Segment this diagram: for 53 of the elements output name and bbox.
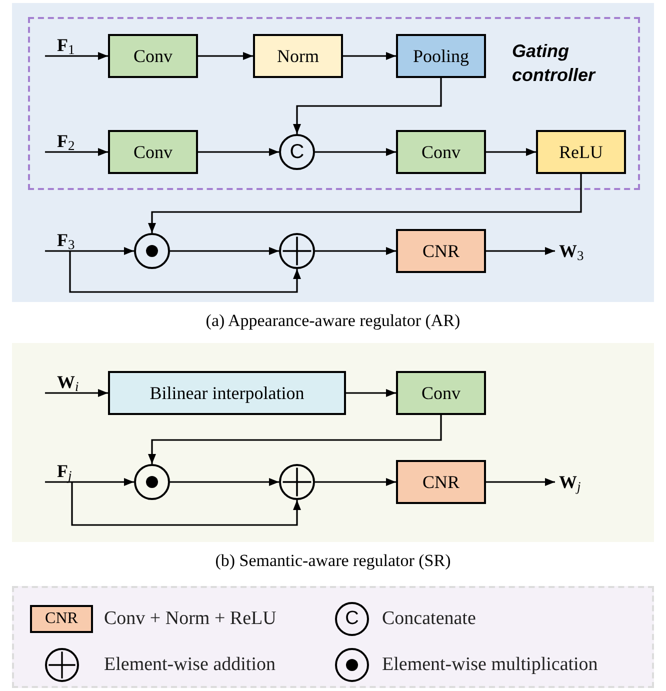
process-box: Bilinear interpolation <box>108 371 346 415</box>
arrow <box>346 389 396 397</box>
figure-caption: (a) Appearance-aware regulator (AR) <box>204 310 462 332</box>
process-box: Pooling <box>396 34 486 78</box>
concatenate-symbol: C <box>335 602 369 636</box>
legend-swatch: CNR <box>30 605 93 633</box>
process-box: CNR <box>396 229 486 273</box>
concatenate-symbol: C <box>279 134 315 170</box>
arrow <box>69 251 301 293</box>
arrow <box>198 148 279 156</box>
signal-label: F$_{3}$ <box>45 229 85 251</box>
arrow <box>170 478 279 486</box>
arrow <box>343 52 396 60</box>
group-title: Gating controller <box>512 40 597 87</box>
arrow <box>486 478 555 486</box>
arrow <box>45 148 108 156</box>
legend-text: Element-wise multiplication <box>382 653 598 677</box>
signal-label: W$_{j}$ <box>555 471 595 493</box>
arrow <box>148 174 582 233</box>
signal-label: W$_{3}$ <box>555 240 595 262</box>
figure-caption: (b) Semantic-aware regulator (SR) <box>214 550 452 572</box>
arrow <box>315 148 396 156</box>
legend-text: Conv + Norm + ReLU <box>104 607 276 631</box>
arrow <box>170 247 279 255</box>
addition-symbol <box>279 233 315 269</box>
multiplication-symbol <box>134 233 170 269</box>
arrow <box>315 247 396 255</box>
signal-label: F$_{1}$ <box>45 34 85 56</box>
legend-text: Concatenate <box>382 607 476 631</box>
arrow <box>486 247 555 255</box>
addition-symbol <box>279 464 315 500</box>
process-box: Norm <box>253 34 343 78</box>
arrow <box>45 478 134 486</box>
arrow <box>315 478 396 486</box>
arrow <box>198 52 253 60</box>
signal-label: W$_{i}$ <box>45 371 85 393</box>
arrow <box>486 148 536 156</box>
arrow <box>148 415 442 464</box>
process-box: Conv <box>396 371 486 415</box>
arrow <box>45 52 108 60</box>
arrow <box>293 78 442 134</box>
process-box: CNR <box>396 460 486 504</box>
arrow <box>45 389 108 397</box>
multiplication-symbol <box>134 464 170 500</box>
process-box: Conv <box>108 130 198 174</box>
process-box: Conv <box>396 130 486 174</box>
arrow <box>45 247 134 255</box>
arrow <box>71 482 301 526</box>
process-box: Conv <box>108 34 198 78</box>
dashed-group-box <box>28 17 640 190</box>
legend-text: Element-wise addition <box>104 653 276 677</box>
process-box: ReLU <box>536 130 626 174</box>
signal-label: F$_{2}$ <box>45 130 85 152</box>
